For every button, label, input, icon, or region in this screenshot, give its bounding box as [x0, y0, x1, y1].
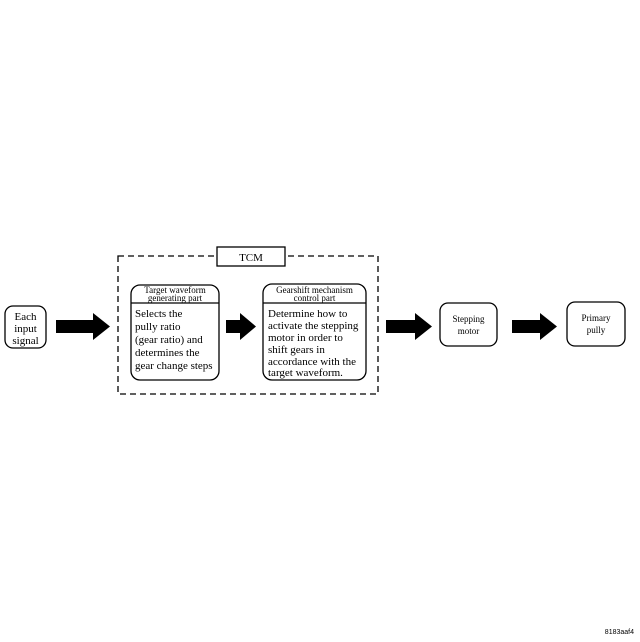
- node-primary-pully: Primary pully: [566, 301, 626, 347]
- node-header: Gearshift mechanism: [276, 285, 353, 295]
- node-stepping-motor: Stepping motor: [439, 302, 498, 347]
- node-text: Selects the: [135, 308, 182, 320]
- node-text: motor: [458, 326, 480, 336]
- node-text: Primary: [582, 313, 611, 323]
- node-text: pully ratio: [135, 321, 181, 333]
- arrow-4: [512, 313, 557, 340]
- node-text: Each: [15, 311, 37, 323]
- node-text: accordance with the: [268, 356, 356, 368]
- node-text: determines the: [135, 347, 200, 359]
- arrow-1: [56, 313, 110, 340]
- node-text: motor in order to: [268, 332, 343, 344]
- figure-id: 8183aaf4: [605, 629, 634, 636]
- node-header: generating part: [148, 293, 203, 303]
- arrow-3: [386, 313, 432, 340]
- node-gearshift-control: Gearshift mechanism control part Determi…: [262, 283, 367, 381]
- node-text: Determine how to: [268, 308, 348, 320]
- node-text: gear change steps: [135, 360, 213, 372]
- node-text: activate the stepping: [268, 320, 359, 332]
- node-text: pully: [587, 325, 606, 335]
- tcm-group: TCM: [117, 246, 379, 395]
- node-text: input: [14, 323, 37, 335]
- node-target-waveform: Target waveform generating part Selects …: [130, 284, 220, 381]
- node-text: shift gears in: [268, 344, 325, 356]
- node-text: Stepping: [452, 314, 485, 324]
- node-text: (gear ratio) and: [135, 334, 203, 346]
- node-text: target waveform.: [268, 367, 343, 379]
- node-header: control part: [294, 293, 336, 303]
- node-header: Target waveform: [144, 285, 205, 295]
- arrow-2: [226, 313, 256, 340]
- node-each-input-signal: Each input signal: [4, 305, 47, 349]
- tcm-label: TCM: [239, 252, 263, 264]
- node-text: signal: [12, 335, 38, 347]
